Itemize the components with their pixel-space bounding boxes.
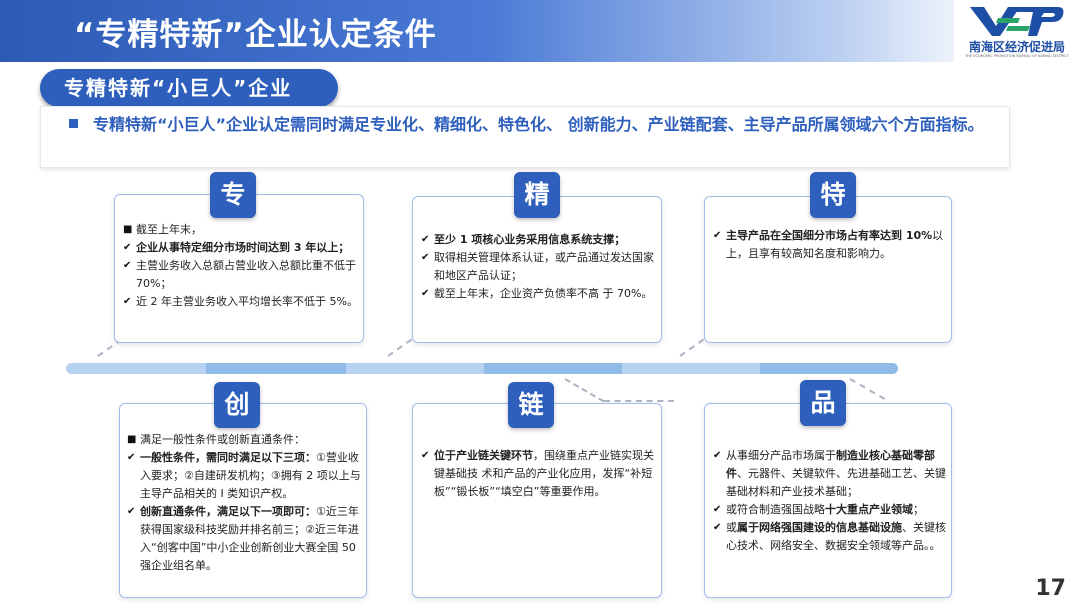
timeline-bar: [66, 363, 898, 374]
list-item: ✔创新直通条件，满足以下一项即可：①近三年获得国家级科技奖励并排名前三；②近三年…: [127, 505, 359, 572]
timeline-segment: [760, 363, 898, 374]
intro-text: 专精特新“小巨人”企业认定需同时满足专业化、精细化、特色化、 创新能力、产业链配…: [93, 115, 984, 134]
logo-name: 南海区经济促进局: [968, 40, 1065, 54]
list-item: ✔近 2 年主营业务收入平均增长率不低于 5%。: [123, 295, 358, 308]
list-item: ✔一般性条件，需同时满足以下三项：①营业收入要求；②自建研发机构；③拥有 2 项…: [127, 451, 361, 500]
page-number: 17: [1035, 576, 1066, 601]
header-bar: “专精特新”企业认定条件: [0, 0, 1080, 62]
page-title: “专精特新”企业认定条件: [74, 17, 437, 53]
timeline-segment: [484, 363, 622, 374]
list-item: ✔位于产业链关键环节，围绕重点产业链实现关键基础技 术和产品的产业化应用，发挥“…: [421, 449, 654, 498]
card-pin-list: ✔从事细分产品市场属于制造业核心基础零部件、元器件、关键软件、先进基础工艺、关键…: [713, 447, 947, 555]
timeline-segment: [66, 363, 206, 374]
logo: 南海区经济促进局 THE ECONOMIC PROMOTION BUREAU O…: [954, 0, 1080, 62]
card-te: ✔主导产品在全国细分市场占有率达到 10%以上，且享有较高知名度和影响力。: [704, 196, 952, 343]
timeline-segment: [206, 363, 346, 374]
card-lian-list: ✔位于产业链关键环节，围绕重点产业链实现关键基础技 术和产品的产业化应用，发挥“…: [421, 447, 657, 501]
card-chuang: ■满足一般性条件或创新直通条件： ✔一般性条件，需同时满足以下三项：①营业收入要…: [119, 403, 367, 598]
logo-subtitle: THE ECONOMIC PROMOTION BUREAU OF NANHAI …: [965, 54, 1069, 58]
intro-box: 专精特新“小巨人”企业认定需同时满足专业化、精细化、特色化、 创新能力、产业链配…: [40, 106, 1010, 168]
connector-line: [849, 378, 886, 400]
connector-line: [604, 400, 674, 402]
list-item: ✔主营业务收入总额占营业收入总额比重不低于 70%；: [123, 259, 356, 290]
list-item: ✔取得相关管理体系认证，或产品通过发达国家和地区产品认证；: [421, 251, 654, 282]
card-zhuan: ■截至上年末， ✔企业从事特定细分市场时间达到 3 年以上； ✔主营业务收入总额…: [114, 194, 364, 343]
square-bullet-icon: [69, 119, 78, 128]
badge-te: 特: [810, 172, 856, 218]
badge-jing: 精: [514, 172, 560, 218]
card-zhuan-list: ■截至上年末， ✔企业从事特定细分市场时间达到 3 年以上； ✔主营业务收入总额…: [123, 221, 359, 311]
list-item: ✔主导产品在全国细分市场占有率达到 10%以上，且享有较高知名度和影响力。: [713, 229, 944, 260]
section-pill: 专精特新“小巨人”企业: [40, 69, 338, 107]
list-item: ✔或属于网络强国建设的信息基础设施、关键核心技术、网络安全、数据安全领域等产品。…: [713, 521, 946, 552]
card-te-list: ✔主导产品在全国细分市场占有率达到 10%以上，且享有较高知名度和影响力。: [713, 227, 947, 263]
list-item: ✔截至上年末，企业资产负债率不高 于 70%。: [421, 287, 653, 300]
timeline-segment: [346, 363, 484, 374]
vep-logo-icon: [970, 7, 1064, 36]
connector-line: [564, 378, 605, 403]
card-jing: ✔至少 1 项核心业务采用信息系统支撑； ✔取得相关管理体系认证，或产品通过发达…: [412, 196, 662, 343]
badge-zhuan: 专: [210, 172, 256, 218]
badge-chuang: 创: [214, 382, 260, 428]
list-item: ✔从事细分产品市场属于制造业核心基础零部件、元器件、关键软件、先进基础工艺、关键…: [713, 449, 946, 498]
list-item: ■满足一般性条件或创新直通条件：: [127, 433, 305, 446]
timeline-segment: [622, 363, 760, 374]
list-item: ■截至上年末，: [123, 223, 202, 236]
list-item: ✔企业从事特定细分市场时间达到 3 年以上；: [123, 241, 350, 254]
list-item: ✔至少 1 项核心业务采用信息系统支撑；: [421, 233, 626, 246]
badge-pin: 品: [800, 380, 846, 426]
list-item: ✔或符合制造强国战略十大重点产业领域；: [713, 503, 924, 516]
card-pin: ✔从事细分产品市场属于制造业核心基础零部件、元器件、关键软件、先进基础工艺、关键…: [704, 403, 952, 598]
card-lian: ✔位于产业链关键环节，围绕重点产业链实现关键基础技 术和产品的产业化应用，发挥“…: [412, 403, 662, 598]
badge-lian: 链: [508, 382, 554, 428]
card-jing-list: ✔至少 1 项核心业务采用信息系统支撑； ✔取得相关管理体系认证，或产品通过发达…: [421, 231, 657, 303]
card-chuang-list: ■满足一般性条件或创新直通条件： ✔一般性条件，需同时满足以下三项：①营业收入要…: [127, 431, 363, 575]
